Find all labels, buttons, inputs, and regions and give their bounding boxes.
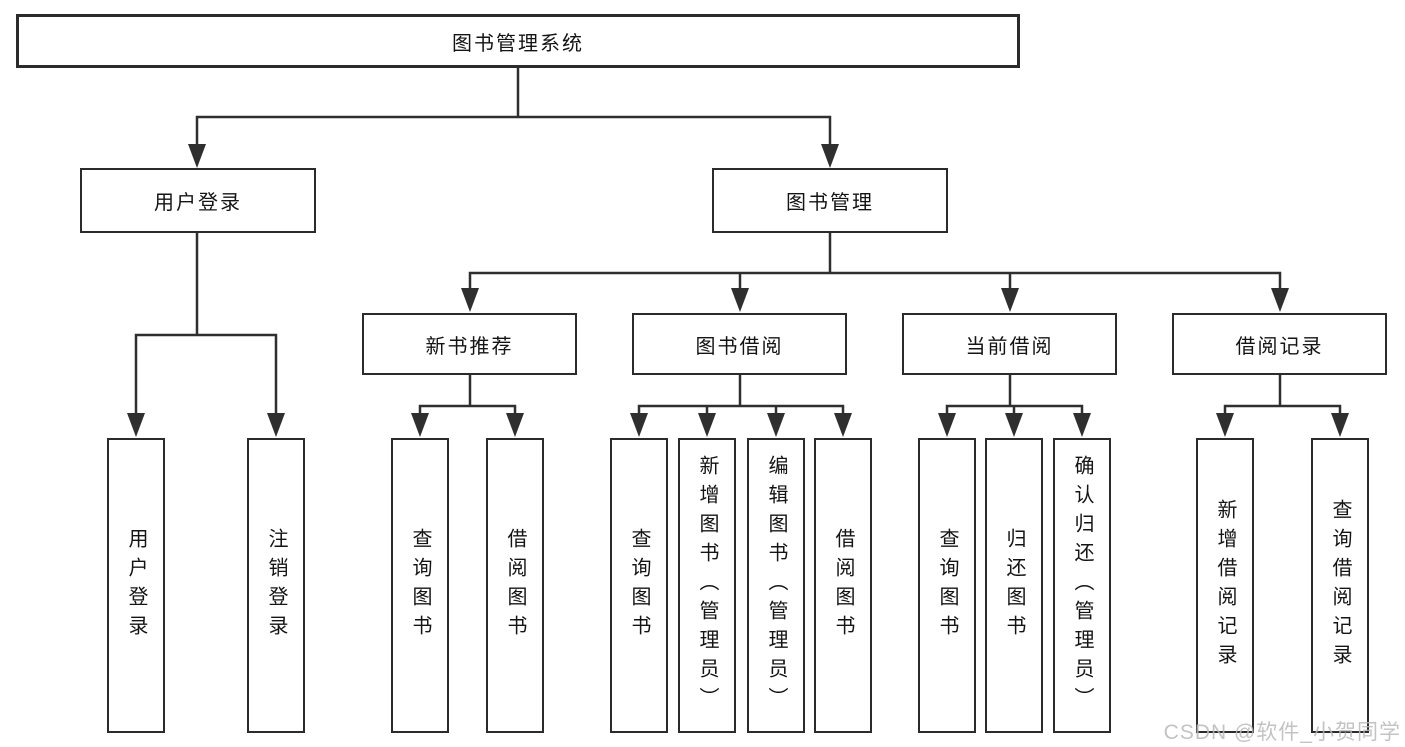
connector-root-to-level2 [195,68,832,146]
leaf-borrow-books: 借阅图书 [814,438,872,733]
node-borrowing-records: 借阅记录 [1172,313,1387,375]
leaf-query-books-borrow: 查询图书 [610,438,668,733]
node-user-login: 用户登录 [80,168,316,233]
leaf-user-login: 用户登录 [107,438,165,733]
node-book-management: 图书管理 [712,168,948,233]
arrow-leaf [506,413,524,437]
connector-book-borrow-to-leaves [637,375,845,416]
leaf-borrow-books-recommend: 借阅图书 [486,438,544,733]
arrow-leaf [938,413,956,437]
arrow-leaf [127,413,145,437]
arrow-leaf [267,413,285,437]
arrow-leaf [1073,413,1091,437]
csdn-watermark: CSDN @软件_小贺同学 [1163,721,1401,744]
arrow-leaf [767,413,785,437]
arrow-leaf [1005,413,1023,437]
connector-book-mgmt-to-level3 [468,233,1282,291]
connector-new-book-to-leaves [418,375,517,416]
arrow-leaf [630,413,648,437]
connector-user-login-to-leaves [134,233,278,416]
arrow-leaf [1216,413,1234,437]
arrow-leaf [411,413,429,437]
arrow-to-user-login [188,144,206,168]
node-library-system: 图书管理系统 [16,14,1020,68]
connector-current-borrow-to-leaves [945,375,1084,416]
arrow-to-book-borrow [731,288,749,312]
arrow-leaf [698,413,716,437]
node-book-borrowing: 图书借阅 [632,313,847,375]
leaf-query-borrow-record: 查询借阅记录 [1311,438,1369,733]
arrow-leaf [1331,413,1349,437]
leaf-return-books: 归还图书 [985,438,1043,733]
arrowheads [127,144,1349,437]
leaf-query-books-current: 查询图书 [918,438,976,733]
leaf-confirm-return-admin: 确认归还（管理员） [1053,438,1111,733]
connector-borrow-record-to-leaves [1223,375,1342,416]
leaf-add-borrow-record: 新增借阅记录 [1196,438,1254,733]
arrow-to-new-book [461,288,479,312]
arrow-to-borrow-record [1271,288,1289,312]
arrow-to-book-mgmt [821,144,839,168]
leaf-query-books-recommend: 查询图书 [391,438,449,733]
leaf-add-books-admin: 新增图书（管理员） [678,438,736,733]
leaf-edit-books-admin: 编辑图书（管理员） [747,438,805,733]
node-new-book-recommend: 新书推荐 [362,313,577,375]
arrow-to-current-borrow [1001,288,1019,312]
arrow-leaf [834,413,852,437]
leaf-logout: 注销登录 [247,438,305,733]
node-current-borrowing: 当前借阅 [902,313,1117,375]
